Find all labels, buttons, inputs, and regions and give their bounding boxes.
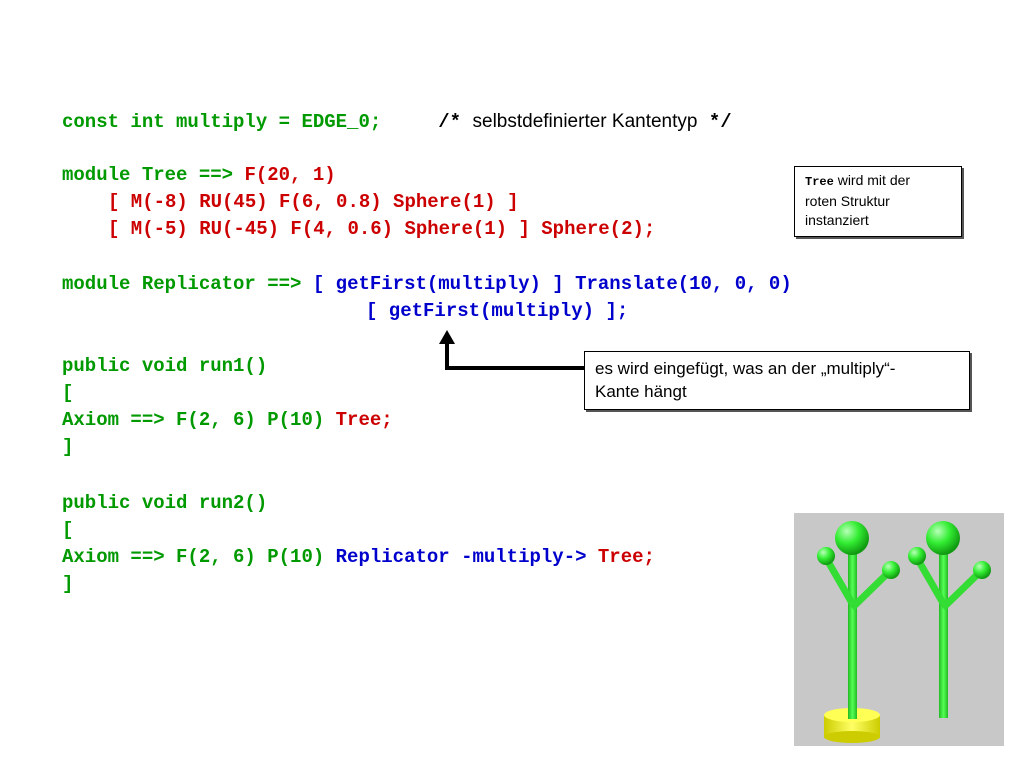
code-tree-f: F(20, 1) (244, 164, 336, 186)
code-line-13: Axiom ==> F(2, 6) P(10) Replicator -mult… (62, 544, 655, 571)
code-axiom-1: Axiom ==> F(2, 6) P(10) (62, 409, 325, 431)
code-line-6: [ getFirst(multiply) ]; (366, 300, 629, 322)
code-replicator-call: Replicator -multiply-> (335, 546, 587, 568)
note-tree-mono: Tree (805, 175, 834, 189)
arrow-icon (439, 330, 585, 370)
code-line-12: [ (62, 519, 74, 541)
code-line-1: const int multiply = EDGE_0; /* selbstde… (62, 108, 732, 136)
code-line-2: module Tree ==> F(20, 1) (62, 162, 336, 189)
comment-text: selbstdefinierter Kantentyp (472, 111, 698, 132)
code-module-tree: module Tree ==> (62, 164, 234, 186)
comment-open: /* (438, 111, 462, 133)
code-line-10: ] (62, 436, 74, 458)
note2-line1: es wird eingefügt, was an der „multiply“… (595, 359, 896, 378)
code-tree-2: Tree; (597, 546, 655, 568)
code-line-11: public void run2() (62, 492, 268, 514)
code-replicator-body: [ getFirst(multiply) ] Translate(10, 0, … (312, 273, 792, 295)
code-line-7: public void run1() (62, 355, 268, 377)
code-tree-1: Tree; (335, 409, 393, 431)
note2-line2: Kante hängt (595, 382, 687, 401)
code-line-3: [ M(-8) RU(45) F(6, 0.8) Sphere(1) ] (108, 191, 519, 213)
note-tree-instanced: Tree wird mit der roten Struktur instanz… (794, 166, 962, 237)
code-line-5: module Replicator ==> [ getFirst(multipl… (62, 271, 792, 298)
code-line-14: ] (62, 573, 74, 595)
note-multiply-edge: es wird eingefügt, was an der „multiply“… (584, 351, 970, 410)
code-module-replicator: module Replicator ==> (62, 273, 302, 295)
note1-text1: wird mit der (837, 172, 911, 188)
code-line-9: Axiom ==> F(2, 6) P(10) Tree; (62, 407, 393, 434)
code-line-4: [ M(-5) RU(-45) F(4, 0.6) Sphere(1) ] Sp… (108, 218, 656, 240)
note1-text2: roten Struktur (805, 193, 890, 209)
comment-close: */ (708, 111, 732, 133)
code-axiom-2: Axiom ==> F(2, 6) P(10) (62, 546, 325, 568)
code-line-8: [ (62, 382, 74, 404)
code-const: const int multiply = EDGE_0; (62, 111, 382, 133)
note1-text3: instanziert (805, 212, 869, 228)
tree-render-image (794, 513, 1004, 746)
